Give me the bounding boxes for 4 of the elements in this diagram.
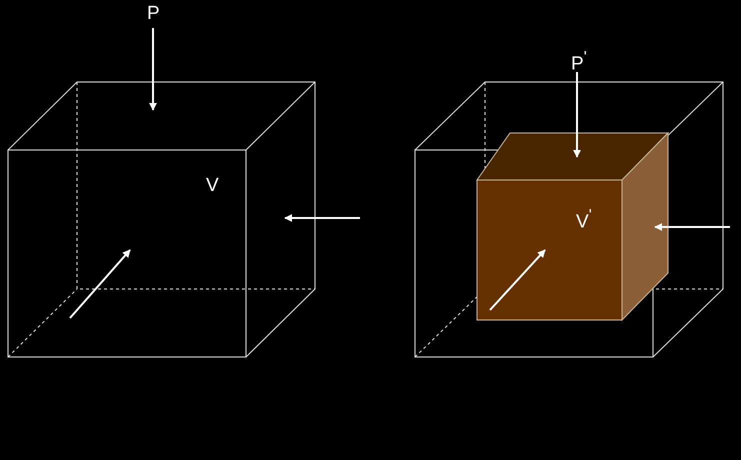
pressure-label: P — [147, 4, 160, 24]
volume-label: V$^{'}$ — [576, 206, 592, 232]
volume-label: V — [206, 176, 219, 196]
pressure-label: P$^{'}$ — [571, 48, 587, 74]
